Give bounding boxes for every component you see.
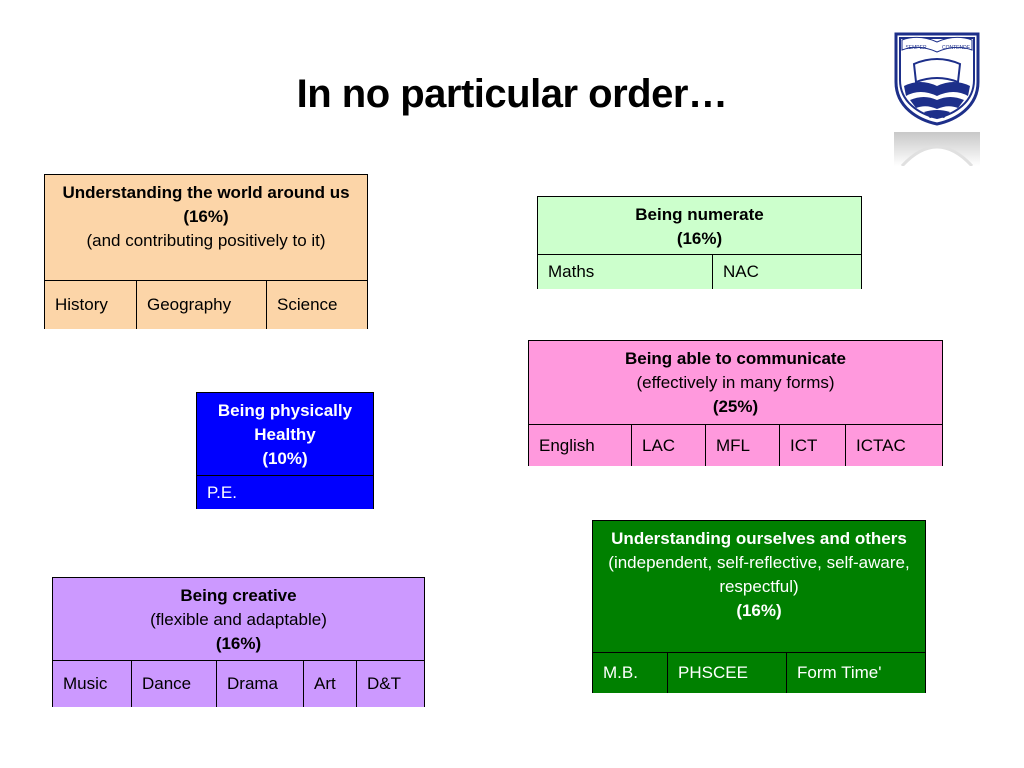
subject-cell: LAC (632, 425, 706, 466)
numerate-subjects: Maths NAC (538, 254, 861, 289)
ourselves-heading: Understanding ourselves and others (611, 529, 907, 548)
subject-cell: Drama (217, 661, 304, 707)
subject-cell: Form Time' (797, 663, 882, 682)
subject-cell: P.E. (207, 482, 237, 502)
subject-cell: Music (53, 661, 132, 707)
subject-cell: English (529, 425, 632, 466)
physical-heading: Being physically Healthy (217, 401, 353, 444)
creative-header: Being creative (flexible and adaptable) … (53, 578, 424, 660)
ourselves-subjects: M.B. PHSCEE Form Time' (593, 652, 925, 693)
creative-subjects: Music Dance Drama Art D&T (53, 660, 424, 707)
subject-cell: Science (277, 295, 338, 314)
numerate-box: Being numerate (16%) Maths NAC (537, 196, 862, 289)
numerate-heading: Being numerate (635, 205, 764, 224)
physical-box: Being physically Healthy (10%) P.E. (196, 392, 374, 509)
world-subjects: History Geography Science (45, 280, 367, 329)
communicate-subjects: English LAC MFL ICT ICTAC (529, 424, 942, 466)
communicate-subtitle: (effectively in many forms) (636, 373, 835, 392)
subject-cell: Maths (538, 255, 713, 289)
subject-cell: NAC (723, 262, 759, 281)
numerate-header: Being numerate (16%) (538, 197, 861, 254)
subject-cell: ICTAC (856, 435, 906, 455)
svg-text:SEMPER: SEMPER (905, 45, 927, 51)
subject-cell: PHSCEE (668, 653, 787, 693)
subject-cell: ICT (780, 425, 846, 466)
ourselves-box: Understanding ourselves and others (inde… (592, 520, 926, 693)
subject-cell: Geography (137, 281, 267, 329)
creative-heading: Being creative (180, 586, 297, 605)
world-header: Understanding the world around us (16%) … (45, 175, 367, 280)
physical-percent: (10%) (262, 449, 308, 468)
creative-subtitle: (flexible and adaptable) (150, 610, 327, 629)
physical-subjects: P.E. (197, 475, 373, 509)
school-crest-icon: SEMPER CONTENDE (894, 32, 980, 166)
slide-title: In no particular order… (296, 72, 728, 116)
communicate-heading: Being able to communicate (624, 349, 847, 368)
subject-cell: MFL (706, 425, 780, 466)
world-box: Understanding the world around us (16%) … (44, 174, 368, 329)
physical-header: Being physically Healthy (10%) (197, 393, 373, 475)
svg-text:CONTENDE: CONTENDE (942, 45, 971, 51)
subject-cell: D&T (367, 674, 401, 693)
world-percent: (16%) (183, 207, 229, 226)
creative-percent: (16%) (215, 634, 262, 653)
communicate-box: Being able to communicate (effectively i… (528, 340, 943, 466)
numerate-percent: (16%) (676, 229, 723, 248)
communicate-percent: (25%) (712, 397, 759, 416)
ourselves-header: Understanding ourselves and others (inde… (593, 521, 925, 652)
creative-box: Being creative (flexible and adaptable) … (52, 577, 425, 707)
subject-cell: Dance (132, 661, 217, 707)
ourselves-subtitle: (independent, self-reflective, self-awar… (608, 553, 910, 596)
subject-cell: M.B. (593, 653, 668, 693)
subject-cell: History (45, 281, 137, 329)
ourselves-percent: (16%) (736, 601, 782, 620)
communicate-header: Being able to communicate (effectively i… (529, 341, 942, 424)
world-subtitle: (and contributing positively to it) (86, 231, 326, 250)
world-heading: Understanding the world around us (62, 183, 350, 202)
subject-cell: Art (304, 661, 357, 707)
